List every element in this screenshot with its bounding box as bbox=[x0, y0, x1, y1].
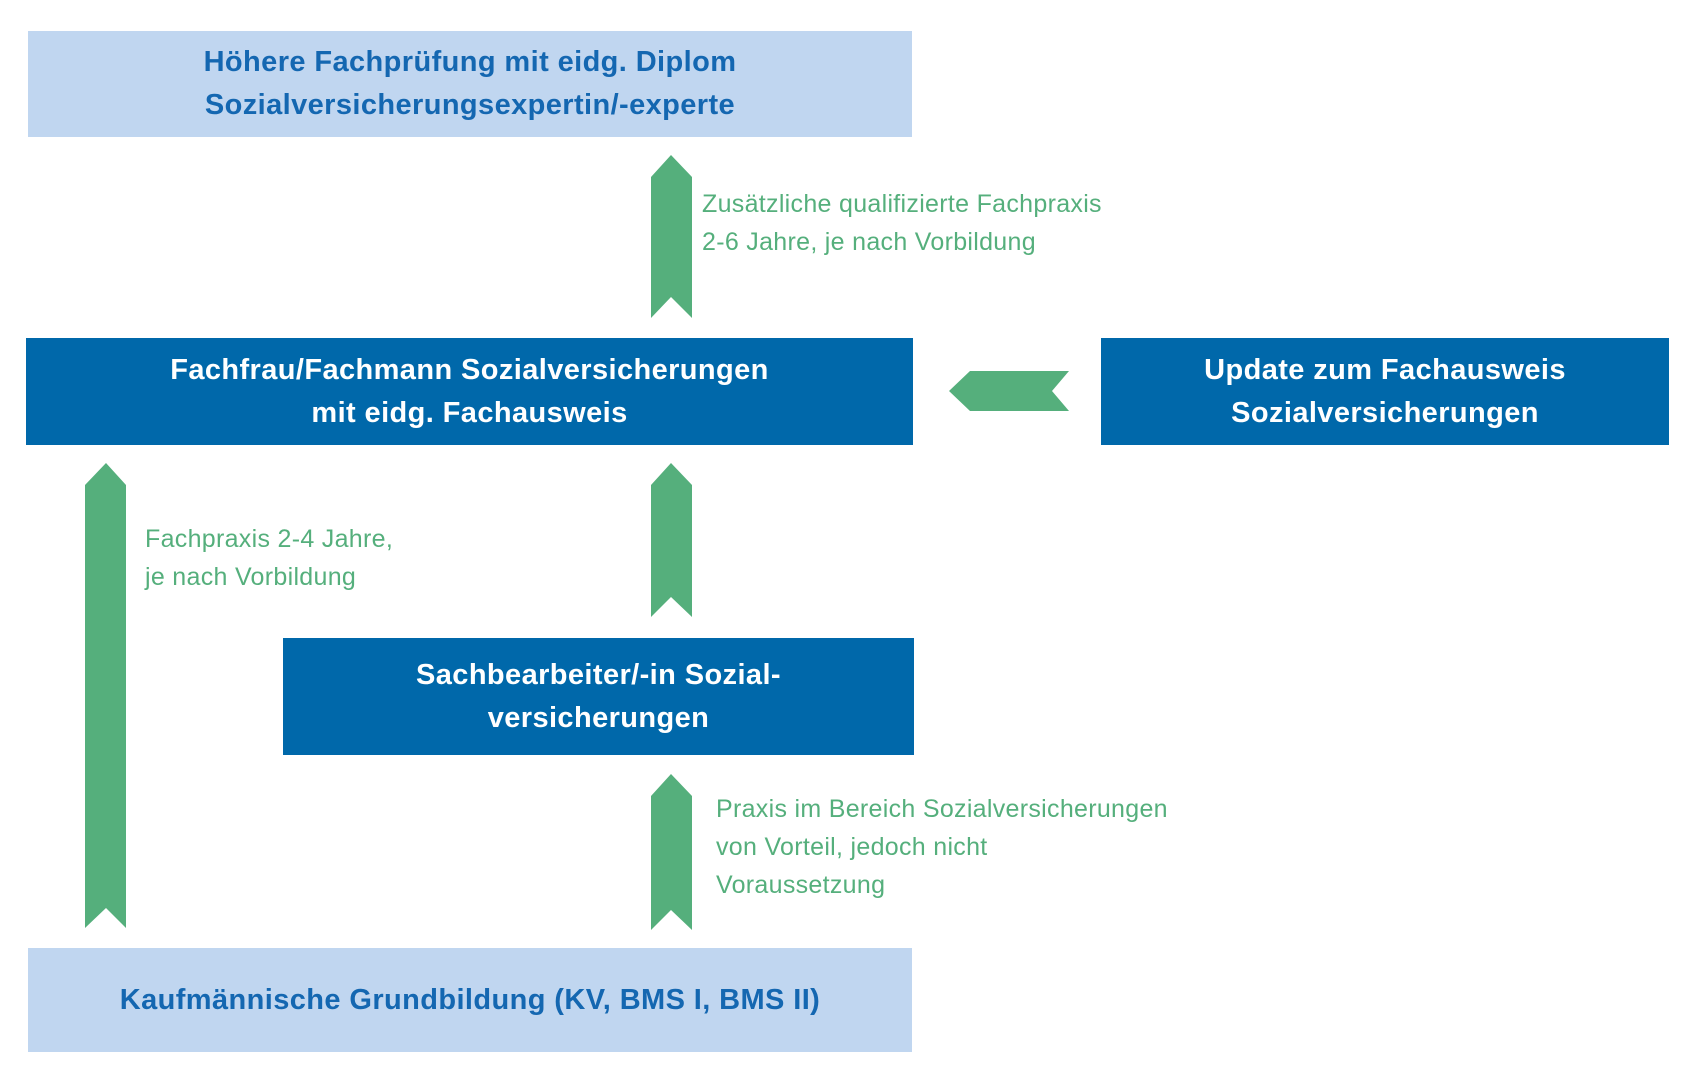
note-bottom-arrow: Praxis im Bereich Sozialversicherungen v… bbox=[716, 790, 1168, 904]
box-grundbildung-line1: Kaufmännische Grundbildung (KV, BMS I, B… bbox=[119, 983, 821, 1016]
box-hoehere-fachpruefung: Höhere Fachprüfung mit eidg. Diplom Sozi… bbox=[28, 31, 912, 137]
box-sachbearbeiter-line2: versicherungen bbox=[487, 701, 710, 734]
note-top-arrow: Zusätzliche qualifizierte Fachpraxis 2-6… bbox=[702, 185, 1102, 261]
box-sachbearbeiter-line1: Sachbearbeiter/-in Sozial- bbox=[416, 658, 781, 691]
box-update-fachausweis-line2: Sozialversicherungen bbox=[1231, 396, 1539, 429]
note-bottom-arrow-line3: Voraussetzung bbox=[716, 871, 886, 899]
arrow-up-to-sachbearbeiter bbox=[651, 774, 692, 930]
box-hoehere-fachpruefung-line1: Höhere Fachprüfung mit eidg. Diplom bbox=[203, 46, 737, 78]
arrow-up-from-sachbearbeiter bbox=[651, 463, 692, 617]
arrow-up-from-grundbildung-left bbox=[85, 463, 126, 928]
arrow-up-to-diplom bbox=[651, 155, 692, 318]
box-update-fachausweis: Update zum Fachausweis Sozialversicherun… bbox=[1101, 338, 1669, 445]
box-update-fachausweis-line1: Update zum Fachausweis bbox=[1204, 353, 1566, 386]
note-left-arrow-line1: Fachpraxis 2-4 Jahre, bbox=[145, 525, 394, 553]
note-bottom-arrow-line1: Praxis im Bereich Sozialversicherungen bbox=[716, 795, 1168, 823]
note-left-arrow: Fachpraxis 2-4 Jahre, je nach Vorbildung bbox=[145, 520, 393, 596]
note-left-arrow-line2: je nach Vorbildung bbox=[145, 563, 357, 591]
box-fachausweis-line1: Fachfrau/Fachmann Sozialversicherungen bbox=[170, 353, 769, 386]
box-grundbildung: Kaufmännische Grundbildung (KV, BMS I, B… bbox=[28, 948, 912, 1052]
note-bottom-arrow-line2: von Vorteil, jedoch nicht bbox=[716, 833, 988, 861]
box-fachausweis: Fachfrau/Fachmann Sozialversicherungen m… bbox=[26, 338, 913, 445]
arrow-left-from-update bbox=[949, 371, 1069, 411]
note-top-arrow-line2: 2-6 Jahre, je nach Vorbildung bbox=[702, 228, 1036, 256]
box-sachbearbeiter: Sachbearbeiter/-in Sozial- versicherunge… bbox=[283, 638, 914, 755]
box-fachausweis-line2: mit eidg. Fachausweis bbox=[311, 396, 628, 429]
note-top-arrow-line1: Zusätzliche qualifizierte Fachpraxis bbox=[702, 190, 1102, 218]
box-hoehere-fachpruefung-line2: Sozialversicherungsexpertin/-experte bbox=[204, 89, 736, 121]
